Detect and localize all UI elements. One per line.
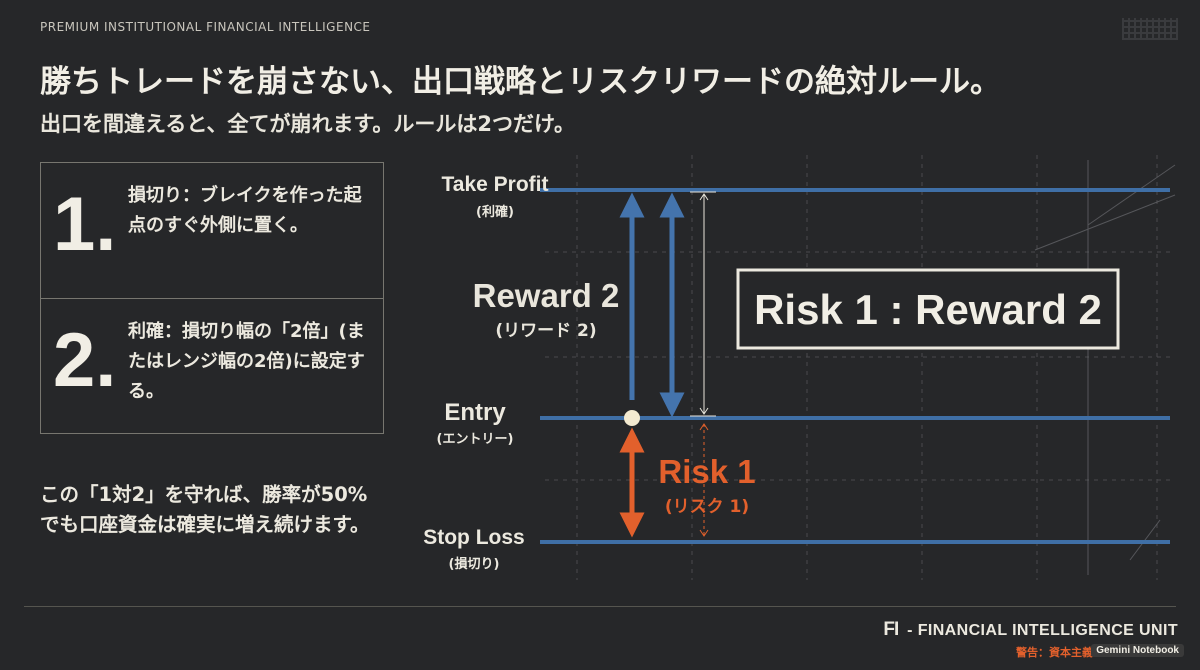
take-profit-sublabel: (利確) bbox=[476, 204, 514, 220]
footer-brand: FI - FINANCIAL INTELLIGENCE UNIT bbox=[883, 619, 1178, 641]
footer-brand-text: - FINANCIAL INTELLIGENCE UNIT bbox=[907, 622, 1178, 639]
entry-sublabel: (エントリー) bbox=[437, 432, 514, 447]
page-subtitle: 出口を間違えると、全てが崩れます。ルールは2つだけ。 bbox=[40, 112, 575, 136]
entry-point-dot bbox=[624, 410, 640, 426]
grid-pattern-icon bbox=[1122, 18, 1178, 40]
ratio-text: Risk 1 : Reward 2 bbox=[754, 286, 1102, 333]
rule-1-text: 損切り：ブレイクを作った起点のすぐ外側に置く。 bbox=[128, 185, 362, 236]
rule-2: 2. 利確：損切り幅の「2倍」(またはレンジ幅の2倍)に設定する。 bbox=[41, 298, 383, 433]
footer-warning: 警告：資本主義の bbox=[1016, 646, 1104, 659]
risk-label: Risk 1 bbox=[658, 453, 755, 490]
fi-logo-icon: FI bbox=[883, 619, 899, 640]
reward-sublabel: (リワード 2) bbox=[495, 321, 596, 341]
rule-2-number: 2. bbox=[53, 318, 117, 403]
page-title: 勝ちトレードを崩さない、出口戦略とリスクリワードの絶対ルール。 bbox=[40, 64, 1001, 100]
gemini-notebook-badge: Gemini Notebook bbox=[1091, 644, 1184, 657]
rule-1-number: 1. bbox=[53, 182, 117, 267]
grid-accents bbox=[1034, 160, 1176, 575]
stop-loss-sublabel: (損切り) bbox=[449, 556, 500, 572]
risk-sublabel: (リスク 1) bbox=[665, 497, 749, 517]
rule-2-text: 利確：損切り幅の「2倍」(またはレンジ幅の2倍)に設定する。 bbox=[128, 321, 365, 402]
take-profit-label: Take Profit bbox=[442, 173, 549, 196]
footer-divider bbox=[24, 606, 1176, 607]
rules-panel: 1. 損切り：ブレイクを作った起点のすぐ外側に置く。 2. 利確：損切り幅の「2… bbox=[40, 162, 384, 434]
stop-loss-label: Stop Loss bbox=[423, 526, 525, 549]
rule-1: 1. 損切り：ブレイクを作った起点のすぐ外側に置く。 bbox=[41, 163, 383, 297]
ratio-box bbox=[736, 268, 1120, 350]
background-grid bbox=[545, 155, 1175, 580]
reward-label: Reward 2 bbox=[473, 277, 620, 314]
entry-label: Entry bbox=[444, 399, 506, 426]
header-kicker: PREMIUM INSTITUTIONAL FINANCIAL INTELLIG… bbox=[40, 20, 371, 34]
summary-text: この「1対2」を守れば、勝率が50%でも口座資金は確実に増え続けます。 bbox=[40, 483, 370, 536]
